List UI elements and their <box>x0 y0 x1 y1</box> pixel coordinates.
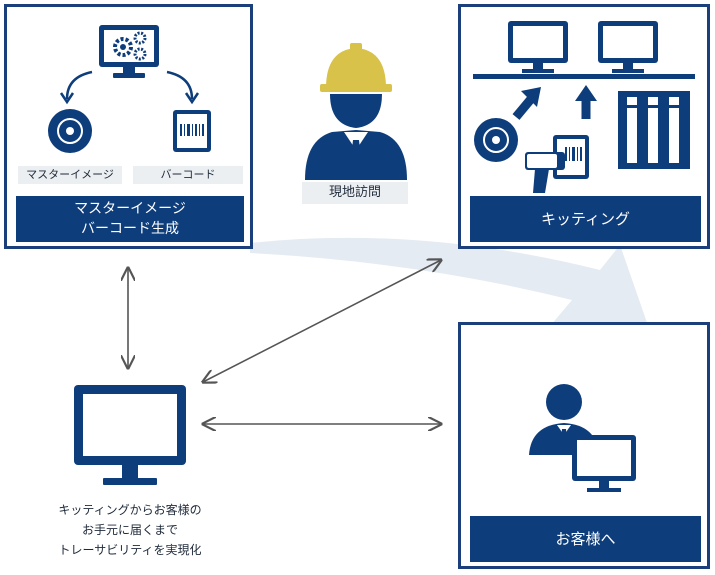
caption-line2: お手元に届くまで <box>81 523 178 537</box>
master-image-illustration <box>48 25 211 153</box>
shelf <box>473 74 695 79</box>
caption-line1: キッティングからお客様の <box>58 503 202 517</box>
banner-line2: バーコード生成 <box>81 221 179 237</box>
barcode-scanner-icon <box>525 135 589 193</box>
barcode-tag: バーコード <box>133 166 243 184</box>
server-icon <box>618 91 690 169</box>
kitting-banner: キッティング <box>470 196 701 242</box>
monitor-icon <box>572 435 636 492</box>
customer-icon <box>529 384 599 455</box>
customer-banner: お客様へ <box>470 516 701 562</box>
customer-box: お客様へ <box>458 322 710 569</box>
disc-icon <box>474 118 518 162</box>
banner-line1: マスターイメージ <box>74 201 186 217</box>
monitor-gear-icon <box>99 25 159 78</box>
master-image-banner: マスターイメージ バーコード生成 <box>16 196 244 242</box>
master-image-box: マスターイメージ バーコード マスターイメージ バーコード生成 <box>4 4 253 249</box>
master-image-tag: マスターイメージ <box>18 166 122 184</box>
monitor-icon <box>508 21 568 73</box>
customer-illustration <box>529 384 636 492</box>
kitting-illustration <box>473 21 695 193</box>
visit-label: 現地訪問 <box>302 182 408 204</box>
arrow-diagonal <box>203 260 441 382</box>
barcode-icon <box>173 110 211 152</box>
disc-icon <box>48 109 92 153</box>
kitting-box: キッティング <box>458 4 710 249</box>
monitor-icon <box>598 21 658 73</box>
traceability-caption: キッティングからお客様の お手元に届くまで トレーサビリティを実現化 <box>15 500 245 560</box>
caption-line3: トレーサビリティを実現化 <box>58 543 202 557</box>
